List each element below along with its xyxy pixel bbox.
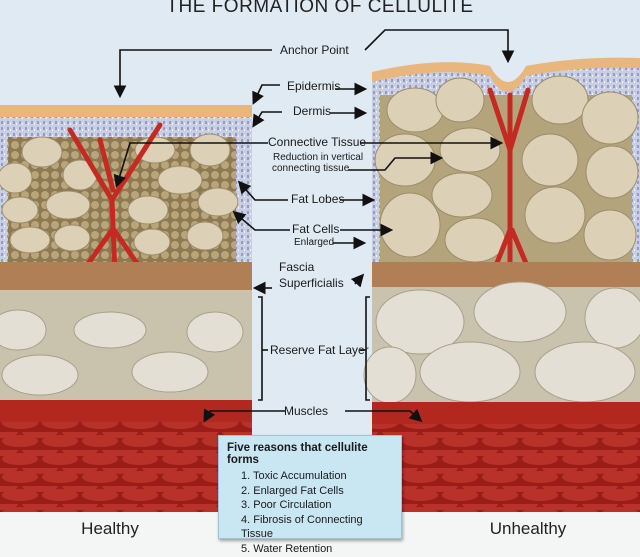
label-healthy: Healthy [81, 519, 139, 538]
reason-item: 4. Fibrosis of Connecting Tissue [241, 513, 363, 541]
reason-item: 2. Enlarged Fat Cells [241, 484, 344, 497]
diagram-title: THE FORMATION OF CELLULITE [166, 0, 473, 17]
label-fat-lobes: Fat Lobes [291, 192, 344, 206]
label-enlarged: Enlarged [294, 237, 334, 248]
label-connective-tissue: Connective Tissue [268, 135, 366, 149]
label-unhealthy: Unhealthy [490, 519, 567, 538]
label-epidermis: Epidermis [287, 79, 340, 93]
label-reduction-line2: connecting tissue [272, 163, 350, 174]
reasons-heading: Five reasons that cellulite forms [227, 442, 368, 466]
healthy-skin-section [0, 105, 252, 512]
label-reduction-line1: Reduction in vertical [273, 152, 363, 163]
reason-item: 5. Water Retention [241, 542, 333, 555]
label-anchor-point: Anchor Point [280, 43, 349, 57]
callout-lines [113, 29, 515, 423]
label-muscles: Muscles [284, 404, 328, 418]
reason-item: 1. Toxic Accumulation [241, 470, 347, 482]
reasons-list: 1. Toxic Accumulation 2. Enlarged Fat Ce… [227, 469, 393, 556]
label-superficialis: Superficialis [279, 276, 344, 290]
reason-item: 3. Poor Circulation [241, 499, 332, 511]
label-fat-cells: Fat Cells [292, 222, 339, 236]
label-reserve-fat-layer: Reserve Fat Layer [270, 343, 369, 357]
label-dermis: Dermis [293, 104, 331, 118]
five-reasons-box: Five reasons that cellulite forms 1. Tox… [218, 435, 402, 555]
label-fascia: Fascia [279, 260, 315, 274]
unhealthy-skin-section [363, 57, 640, 514]
